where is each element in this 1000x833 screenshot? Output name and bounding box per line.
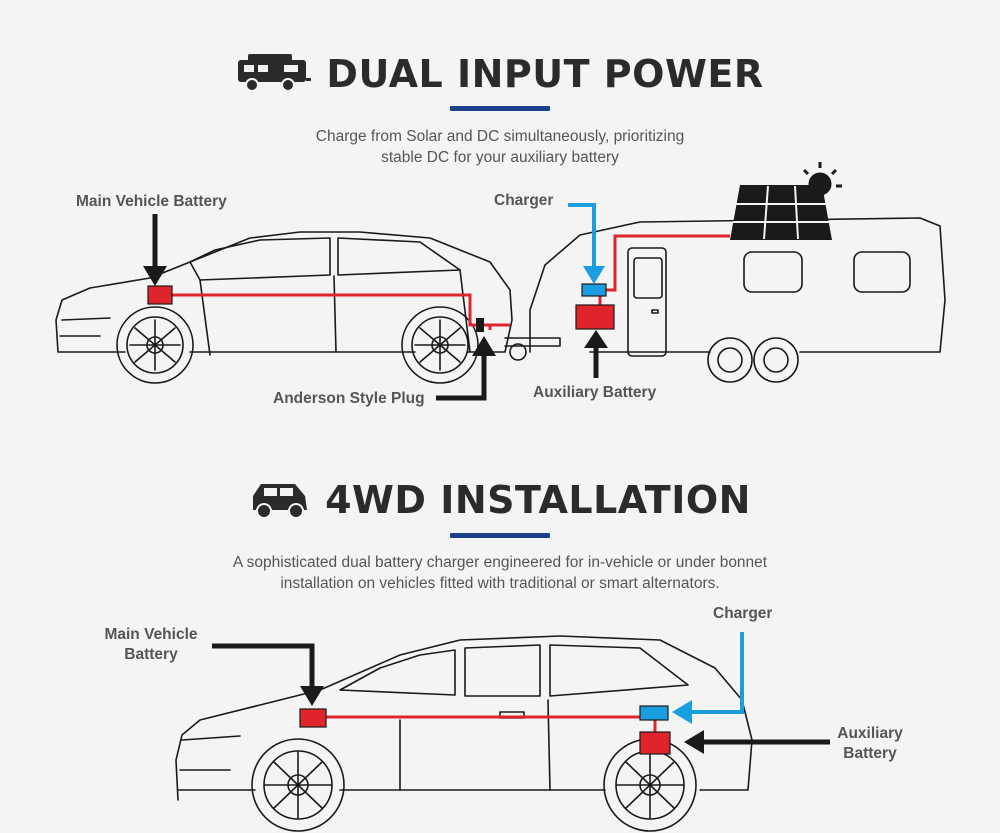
4wd-vehicle-icon (253, 484, 308, 519)
label-anderson-plug: Anderson Style Plug (273, 390, 425, 407)
label-charger: Charger (494, 192, 554, 209)
section1-subtitle-line2: stable DC for your auxiliary battery (381, 149, 619, 166)
anderson-arrow (436, 336, 496, 401)
campervan-icon (238, 54, 312, 92)
section2-heading: 4WD INSTALLATION (0, 478, 1000, 522)
label-auxiliary-battery-4wd-line2: Battery (843, 745, 897, 762)
section2-subtitle-line1: A sophisticated dual battery charger eng… (232, 554, 768, 571)
section1-subtitle-line1: Charge from Solar and DC simultaneously,… (315, 128, 685, 145)
label-charger-4wd: Charger (713, 605, 773, 622)
main-battery-icon (147, 285, 173, 305)
solar-panel-icon (730, 185, 832, 240)
auxiliary-battery-icon-4wd (639, 731, 671, 755)
wiring (170, 234, 730, 330)
sun-icon (802, 162, 842, 196)
section1-heading: DUAL INPUT POWER (0, 52, 1000, 96)
section1-subtitle: Charge from Solar and DC simultaneously,… (0, 126, 1000, 168)
section2-subtitle: A sophisticated dual battery charger eng… (0, 552, 1000, 594)
section1-underline (450, 106, 550, 111)
charger-icon-4wd (639, 705, 669, 721)
label-main-vehicle-battery-4wd-line1: Main Vehicle (104, 626, 198, 643)
auxiliary-battery-icon (575, 304, 615, 330)
section2-subtitle-line2: installation on vehicles fitted with tra… (280, 575, 720, 592)
label-main-vehicle-battery-4wd-line2: Battery (124, 646, 178, 663)
charger-icon (581, 283, 607, 297)
label-auxiliary-battery-4wd: Auxiliary Battery (835, 724, 905, 764)
label-auxiliary-battery: Auxiliary Battery (533, 384, 657, 401)
main-battery-arrow-4wd (212, 643, 324, 706)
main-battery-arrow (143, 214, 167, 286)
aux-battery-arrow-4wd (684, 730, 830, 754)
label-main-vehicle-battery-4wd: Main Vehicle Battery (99, 625, 203, 665)
charger-arrow (568, 203, 605, 284)
section1-title: DUAL INPUT POWER (326, 52, 764, 96)
aux-battery-arrow (584, 330, 608, 378)
anderson-plug-icon (476, 318, 484, 332)
hatchback-car-outline (55, 231, 513, 353)
section2-underline (450, 533, 550, 538)
wiring-4wd (326, 715, 657, 732)
label-main-vehicle-battery: Main Vehicle Battery (76, 193, 227, 210)
section2-title: 4WD INSTALLATION (325, 478, 751, 522)
charger-arrow-4wd (672, 632, 744, 724)
main-battery-icon-4wd (299, 708, 327, 728)
label-auxiliary-battery-4wd-line1: Auxiliary (837, 725, 903, 742)
